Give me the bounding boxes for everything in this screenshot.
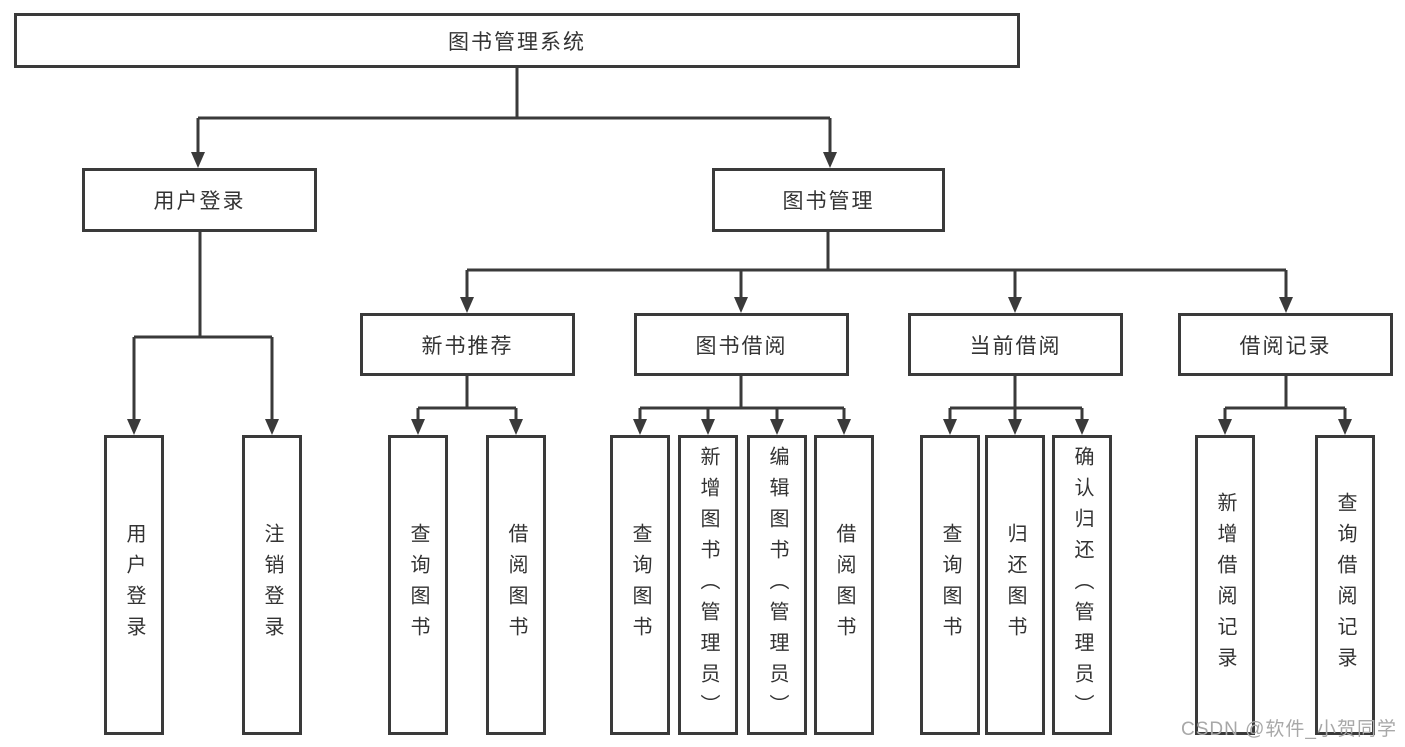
node-label: 注销登录 bbox=[261, 523, 283, 647]
arrowhead bbox=[701, 419, 715, 435]
node-borrow-records: 借阅记录 bbox=[1178, 313, 1393, 376]
arrowhead bbox=[837, 419, 851, 435]
arrowhead bbox=[265, 419, 279, 435]
node-label: 借阅图书 bbox=[833, 523, 855, 647]
arrowhead bbox=[1008, 419, 1022, 435]
node-book-management: 图书管理 bbox=[712, 168, 945, 232]
node-label: 借阅图书 bbox=[505, 523, 527, 647]
node-label: 新增借阅记录 bbox=[1214, 492, 1236, 678]
node-label: 图书借阅 bbox=[695, 334, 788, 358]
node-current-borrow: 当前借阅 bbox=[908, 313, 1123, 376]
arrowheads bbox=[127, 152, 1352, 435]
node-borrow-books-new: 借阅图书 bbox=[486, 435, 546, 735]
arrowhead bbox=[1008, 297, 1022, 313]
node-label: 查询图书 bbox=[407, 523, 429, 647]
arrowhead bbox=[823, 152, 837, 168]
watermark: CSDN @软件_小贺同学 bbox=[1181, 719, 1397, 740]
arrowhead bbox=[943, 419, 957, 435]
node-label: 借阅记录 bbox=[1239, 334, 1332, 358]
node-query-books-new: 查询图书 bbox=[388, 435, 448, 735]
connectors bbox=[132, 68, 1347, 420]
node-query-borrow-record: 查询借阅记录 bbox=[1315, 435, 1375, 735]
arrowhead bbox=[633, 419, 647, 435]
arrowhead bbox=[127, 419, 141, 435]
node-label: 图书管理系统 bbox=[448, 30, 586, 54]
node-label: 新增图书（管理员） bbox=[697, 445, 719, 725]
arrowhead bbox=[460, 297, 474, 313]
node-query-books-borrow: 查询图书 bbox=[610, 435, 670, 735]
node-add-book-admin: 新增图书（管理员） bbox=[678, 435, 738, 735]
arrowhead bbox=[509, 419, 523, 435]
node-label: 查询图书 bbox=[939, 523, 961, 647]
node-label: 图书管理 bbox=[782, 190, 875, 213]
node-label: 新书推荐 bbox=[421, 334, 514, 358]
node-label: 确认归还（管理员） bbox=[1071, 445, 1093, 725]
arrowhead bbox=[1218, 419, 1232, 435]
arrowhead bbox=[191, 152, 205, 168]
arrowhead bbox=[1338, 419, 1352, 435]
node-label: 查询图书 bbox=[629, 523, 651, 647]
node-user-login-leaf: 用户登录 bbox=[104, 435, 164, 735]
node-root-system: 图书管理系统 bbox=[14, 13, 1020, 68]
node-confirm-return-admin: 确认归还（管理员） bbox=[1052, 435, 1112, 735]
node-return-book: 归还图书 bbox=[985, 435, 1045, 735]
node-label: 编辑图书（管理员） bbox=[766, 445, 788, 725]
arrowhead bbox=[1075, 419, 1089, 435]
arrowhead bbox=[1279, 297, 1293, 313]
arrowhead bbox=[734, 297, 748, 313]
node-add-borrow-record: 新增借阅记录 bbox=[1195, 435, 1255, 735]
node-user-login: 用户登录 bbox=[82, 168, 317, 232]
node-label: 用户登录 bbox=[123, 523, 145, 647]
arrowhead bbox=[770, 419, 784, 435]
node-label: 归还图书 bbox=[1004, 523, 1026, 647]
node-borrow-books-borrow: 借阅图书 bbox=[814, 435, 874, 735]
node-logout: 注销登录 bbox=[242, 435, 302, 735]
node-book-borrow: 图书借阅 bbox=[634, 313, 849, 376]
node-label: 查询借阅记录 bbox=[1334, 492, 1356, 678]
node-label: 用户登录 bbox=[153, 190, 246, 213]
node-new-book-recommend: 新书推荐 bbox=[360, 313, 575, 376]
node-label: 当前借阅 bbox=[969, 334, 1062, 358]
node-query-books-current: 查询图书 bbox=[920, 435, 980, 735]
node-edit-book-admin: 编辑图书（管理员） bbox=[747, 435, 807, 735]
arrowhead bbox=[411, 419, 425, 435]
